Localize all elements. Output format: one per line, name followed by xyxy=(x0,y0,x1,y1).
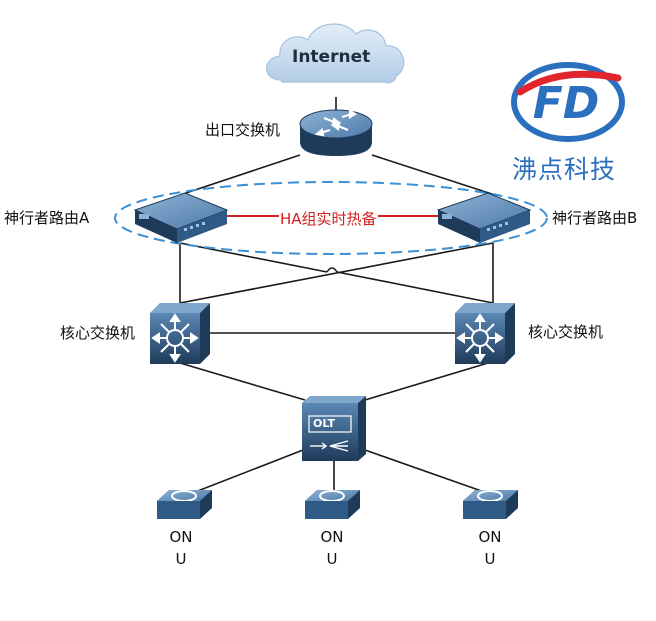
onu-2-label: ON U xyxy=(312,526,352,570)
brand-logo-icon: FD xyxy=(511,62,625,142)
olt-device-icon xyxy=(302,396,366,461)
link-router-gateway-b xyxy=(371,154,496,196)
core-switch-right-label: 核心交换机 xyxy=(528,323,604,341)
line-crossover-hop xyxy=(326,267,338,273)
onu-3-label-line2: U xyxy=(484,550,496,568)
link-core-right-olt xyxy=(364,362,489,401)
egress-router-label: 出口交换机 xyxy=(205,121,281,139)
link-gateway-a-core-right-2 xyxy=(336,271,494,304)
onu-3-label: ON U xyxy=(470,526,510,570)
link-gateway-b-core-left xyxy=(179,242,494,304)
link-router-gateway-a xyxy=(179,154,301,196)
onu-3-label-line1: ON xyxy=(478,528,502,546)
olt-label: OLT xyxy=(313,417,336,430)
onu-1-icon xyxy=(157,490,212,519)
egress-router-icon xyxy=(299,109,373,156)
onu-1-label: ON U xyxy=(161,526,201,570)
link-olt-onu-3 xyxy=(364,449,491,495)
link-gateway-a-core-right-1 xyxy=(179,242,328,273)
onu-3-icon xyxy=(463,490,518,519)
ha-group-ring xyxy=(114,181,548,255)
onu-2-label-line1: ON xyxy=(320,528,344,546)
gateway-a-label: 神行者路由A xyxy=(4,209,90,227)
gateway-a-device-icon xyxy=(133,192,229,243)
core-switch-right-icon xyxy=(455,303,515,364)
internet-cloud-icon xyxy=(266,23,405,84)
onu-1-label-line1: ON xyxy=(169,528,193,546)
internet-label: Internet xyxy=(292,47,371,67)
onu-2-icon xyxy=(305,490,360,519)
core-switch-left-label: 核心交换机 xyxy=(60,324,136,342)
brand-logo-letters: FD xyxy=(533,78,600,129)
gateway-b-device-icon xyxy=(436,192,532,243)
link-core-left-olt xyxy=(179,362,306,401)
brand-name: 沸点科技 xyxy=(512,155,617,184)
link-olt-onu-1 xyxy=(189,449,304,495)
onu-1-label-line2: U xyxy=(175,550,187,568)
gateway-b-label: 神行者路由B xyxy=(552,209,638,227)
ha-link-label: HA组实时热备 xyxy=(279,208,378,229)
onu-2-label-line2: U xyxy=(326,550,338,568)
core-switch-left-icon xyxy=(150,303,210,364)
